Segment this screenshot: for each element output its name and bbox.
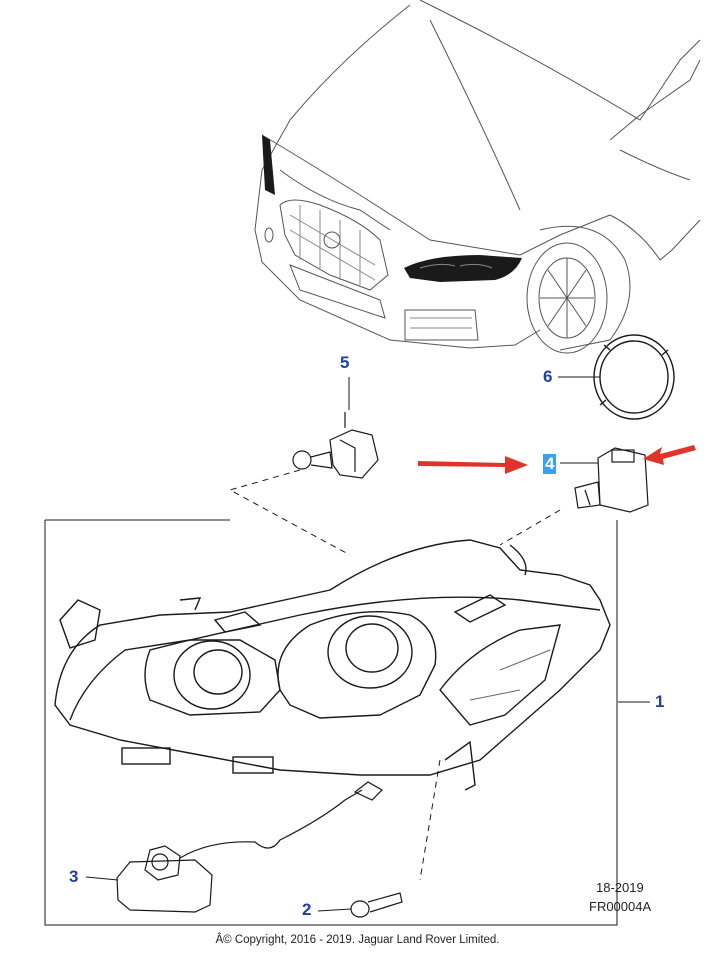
diagram-date: 18-2019 xyxy=(596,880,644,895)
vehicle-headlamp-highlight xyxy=(404,255,522,282)
headlamp-assembly-frame xyxy=(44,520,618,926)
red-pointer-arrows xyxy=(418,445,696,474)
callout-leader-lines xyxy=(85,376,650,912)
callout-part-6: 6 xyxy=(543,367,553,386)
retaining-ring-part-6 xyxy=(593,334,675,420)
headlamp-unit xyxy=(54,539,611,791)
callout-part-5: 5 xyxy=(340,353,350,372)
diagram-code: FR00004A xyxy=(589,899,652,914)
halogen-bulb-part-5 xyxy=(292,412,379,479)
screw-part-2 xyxy=(350,892,403,918)
ballast-module-part-3 xyxy=(116,781,383,913)
vehicle-front-illustration xyxy=(254,0,701,354)
callout-part-1: 1 xyxy=(655,692,665,711)
copyright-notice: Â© Copyright, 2016 - 2019. Jaguar Land R… xyxy=(215,934,500,946)
callout-part-4: 4 xyxy=(543,454,557,474)
xenon-bulb-part-4 xyxy=(574,447,649,513)
vehicle-side-lamp xyxy=(262,135,275,195)
dashed-leader-lines xyxy=(228,469,561,881)
callout-part-3: 3 xyxy=(69,867,79,886)
callout-part-2: 2 xyxy=(302,900,312,919)
